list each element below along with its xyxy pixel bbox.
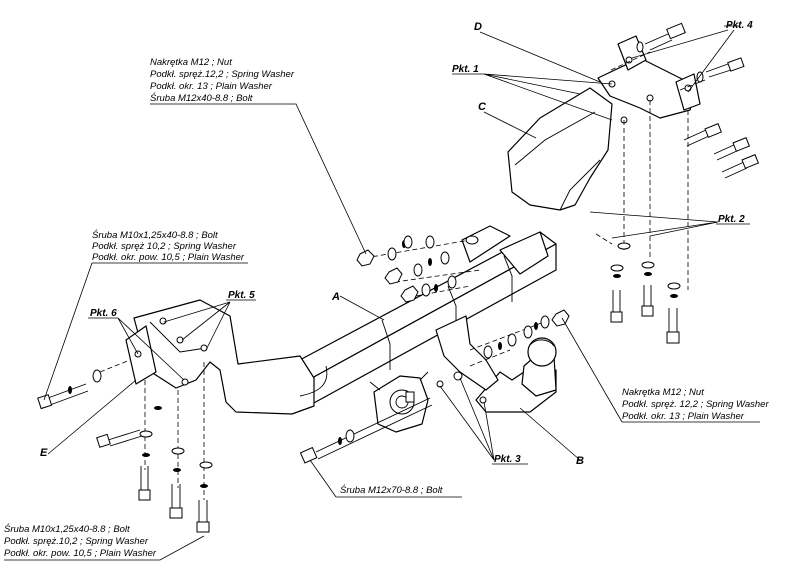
label-pkt4: Pkt. 4 [726, 20, 753, 31]
note-line: Podkł. okr. 13 ; Plain Washer [150, 81, 273, 92]
note-line: Nakrętka M12 ; Nut [622, 387, 704, 398]
note-top-center: Nakrętka M12 ; Nut Podkł. spręż.12,2 ; S… [150, 57, 367, 255]
note-line: Śruba M10x1,25x40-8.8 ; Bolt [92, 229, 218, 241]
label-b: B [576, 455, 584, 467]
label-pkt3: Pkt. 3 [494, 454, 521, 465]
right-axes [595, 100, 689, 290]
note-line: Śruba M12x70-8.8 ; Bolt [340, 484, 443, 496]
label-e: E [40, 447, 48, 459]
part-b-ball-mount [435, 315, 557, 413]
note-left-mid: Śruba M10x1,25x40-8.8 ; Bolt Podkł. sprę… [43, 229, 248, 401]
note-line: Podkł. okr. pow. 10,5 ; Plain Washer [4, 548, 157, 559]
right-lower-hardware [610, 242, 681, 344]
note-line: Podkł. spręż.10,2 ; Spring Washer [4, 536, 149, 547]
note-line: Śruba M10x1,25x40-8.8 ; Bolt [4, 523, 130, 535]
socket-plate [369, 371, 429, 433]
left-horizontal-bolt [37, 359, 131, 410]
left-side-bracket [125, 299, 328, 415]
note-line: Śruba M12x40-8.8 ; Bolt [150, 92, 253, 104]
note-line: Podkł. okr. 13 ; Plain Washer [622, 411, 745, 422]
part-d-plates [597, 35, 701, 124]
note-line: Podkł. spręż 10,2 ; Spring Washer [92, 241, 237, 252]
center-hardware [356, 235, 481, 303]
label-c: C [478, 101, 487, 113]
note-line: Podkł. spręż.12,2 ; Spring Washer [150, 69, 295, 80]
label-a: A [331, 291, 340, 303]
part-a-crossbeam [295, 225, 557, 405]
note-right-mid: Nakrętka M12 ; Nut Podkł. spręż. 12,2 ; … [561, 317, 769, 423]
long-bolt [299, 397, 433, 464]
label-pkt2: Pkt. 2 [718, 214, 745, 225]
note-line: Podkł. okr. pow. 10,5 ; Plain Washer [92, 252, 245, 263]
pkt2-upper-bolts [683, 123, 760, 179]
note-line: Podkł. spręż. 12,2 ; Spring Washer [622, 399, 769, 410]
label-pkt5: Pkt. 5 [228, 290, 255, 301]
part-c-bracket [507, 87, 613, 211]
label-d: D [474, 21, 482, 33]
note-line: Nakrętka M12 ; Nut [150, 57, 232, 68]
note-bottom-left: Śruba M10x1,25x40-8.8 ; Bolt Podkł. sprę… [4, 523, 205, 561]
note-bottom-center: Śruba M12x70-8.8 ; Bolt [309, 459, 462, 498]
label-pkt6: Pkt. 6 [90, 308, 117, 319]
label-pkt1: Pkt. 1 [452, 64, 479, 75]
left-lower-hardware [96, 362, 213, 533]
